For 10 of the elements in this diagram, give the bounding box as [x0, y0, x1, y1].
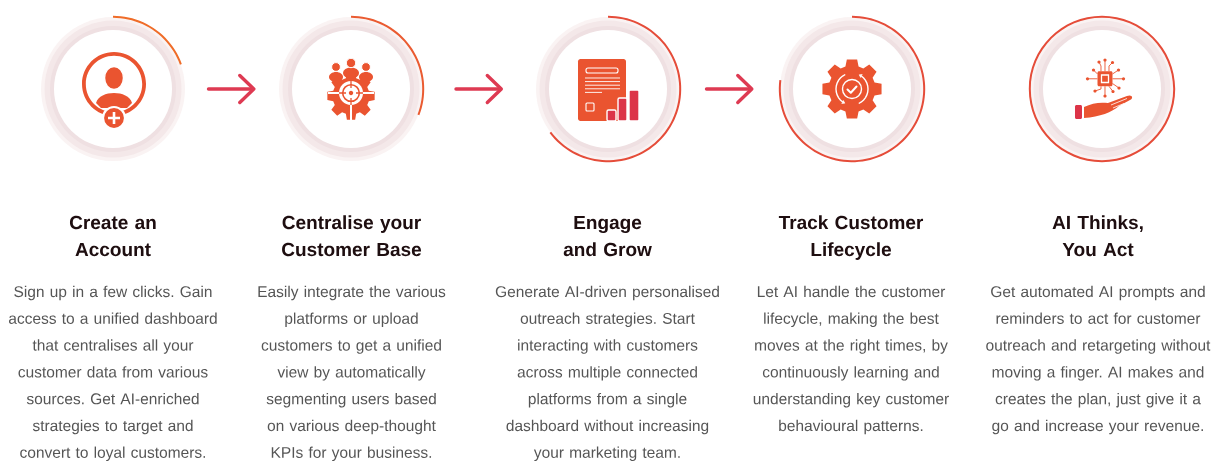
step-description: Sign up in a few clicks. Gain access to a unified dashboard that centralises all your customer data from various sources. Get AI-enriched strategies to target and convert to loyal customers.	[9, 285, 217, 461]
step-description: Generate AI-driven personalised outreach strategies. Start interacting with customers across multiple connected platforms from a single dashboard without increasing your marketing team.	[495, 285, 719, 461]
step-title: Centralise your Customer Base	[282, 215, 422, 257]
step-title: Engage and Grow	[563, 215, 652, 257]
step-title: Track Customer Lifecycle	[778, 215, 924, 260]
step-description: Let AI handle the customer lifecycle, making the best moves at the right times, by continuously learning and understanding key customer behavioural patterns.	[753, 285, 949, 435]
step-title: Create an Account	[69, 215, 156, 257]
step-description: Easily integrate the various platforms or upload customers to get a unified view by automatically segmenting users based on various deep-thought KPIs for your business.	[258, 285, 446, 461]
step-title: AI Thinks, You Act	[1052, 215, 1143, 257]
step-description: Get automated AI prompts and reminders to act for customer outreach and retargeting without moving a finger. AI makes and creates the plan, just give it a go and increase your revenue.	[986, 285, 1211, 435]
